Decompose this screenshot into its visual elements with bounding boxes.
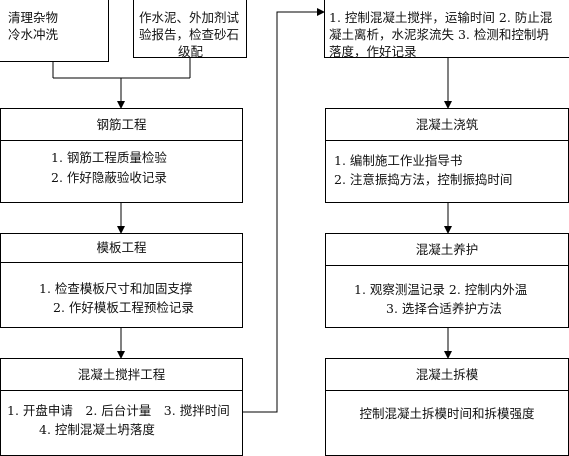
box-cleaning: 清理杂物 冷水冲洗 bbox=[0, 0, 109, 62]
formwork-header: 模板工程 bbox=[1, 234, 242, 263]
curing-header: 混凝土养护 bbox=[326, 234, 568, 266]
curing-title: 混凝土养护 bbox=[415, 242, 479, 257]
material-reports-line-1: 作水泥、外加剂试 bbox=[139, 10, 240, 25]
transport-line-3: 落度，作好记录 bbox=[329, 44, 417, 59]
box-rebar-engineering: 钢筋工程 1. 钢筋工程质量检验 2. 作好隐蔽验收记录 bbox=[0, 108, 243, 203]
transport-line-2: 凝土离析，水泥浆流失 3. 检测和控制坍 bbox=[329, 27, 549, 42]
formwork-removal-header: 混凝土拆模 bbox=[326, 359, 568, 391]
rebar-title: 钢筋工程 bbox=[96, 117, 147, 132]
rebar-item-1: 1. 钢筋工程质量检验 bbox=[51, 150, 167, 165]
formwork-item-1: 1. 检查模板尺寸和加固支撑 bbox=[39, 281, 193, 296]
box-material-reports: 作水泥、外加剂试 验报告，检查砂石 级配 bbox=[133, 0, 247, 59]
box-concrete-pouring: 混凝土浇筑 1. 编制施工作业指导书 2. 注意振捣方法，控制振捣时间 bbox=[325, 108, 569, 203]
curing-item-1: 1. 观察测温记录 2. 控制内外温 bbox=[354, 282, 528, 297]
cleaning-line-2: 冷水冲洗 bbox=[8, 27, 59, 42]
formwork-title: 模板工程 bbox=[96, 240, 147, 255]
box-formwork-engineering: 模板工程 1. 检查模板尺寸和加固支撑 2. 作好模板工程预检记录 bbox=[0, 233, 243, 328]
curing-item-2: 3. 选择合适养护方法 bbox=[386, 301, 502, 316]
box-mixing-transport: 1. 控制混凝土搅拌，运输时间 2. 防止混 凝土离析，水泥浆流失 3. 检测和… bbox=[324, 0, 569, 59]
material-reports-line-2: 验报告，检查砂石 bbox=[139, 27, 240, 42]
pouring-header: 混凝土浇筑 bbox=[326, 109, 568, 141]
box-concrete-formwork-removal: 混凝土拆模 控制混凝土拆模时间和拆模强度 bbox=[325, 358, 569, 456]
formwork-removal-item-1: 控制混凝土拆模时间和拆模强度 bbox=[359, 406, 535, 421]
rebar-header: 钢筋工程 bbox=[1, 109, 242, 141]
formwork-item-2: 2. 作好模板工程预检记录 bbox=[53, 300, 194, 315]
box-concrete-curing: 混凝土养护 1. 观察测温记录 2. 控制内外温 3. 选择合适养护方法 bbox=[325, 233, 569, 328]
mixing-item-2: 4. 控制混凝土坍落度 bbox=[39, 422, 155, 437]
pouring-title: 混凝土浇筑 bbox=[415, 117, 479, 132]
transport-line-1: 1. 控制混凝土搅拌，运输时间 2. 防止混 bbox=[329, 10, 553, 25]
box-concrete-mixing: 混凝土搅拌工程 1. 开盘申请 2. 后台计量 3. 搅拌时间 4. 控制混凝土… bbox=[0, 358, 243, 456]
mixing-header: 混凝土搅拌工程 bbox=[1, 359, 242, 391]
mixing-title: 混凝土搅拌工程 bbox=[77, 367, 166, 382]
pouring-item-1: 1. 编制施工作业指导书 bbox=[334, 153, 463, 168]
rebar-item-2: 2. 作好隐蔽验收记录 bbox=[51, 170, 167, 185]
pouring-item-2: 2. 注意振捣方法，控制振捣时间 bbox=[334, 172, 513, 187]
mixing-item-1: 1. 开盘申请 2. 后台计量 3. 搅拌时间 bbox=[7, 403, 230, 418]
arrow-to-transport bbox=[243, 8, 325, 413]
cleaning-line-1: 清理杂物 bbox=[8, 10, 59, 25]
formwork-removal-title: 混凝土拆模 bbox=[415, 367, 479, 382]
material-reports-line-3: 级配 bbox=[178, 44, 204, 59]
